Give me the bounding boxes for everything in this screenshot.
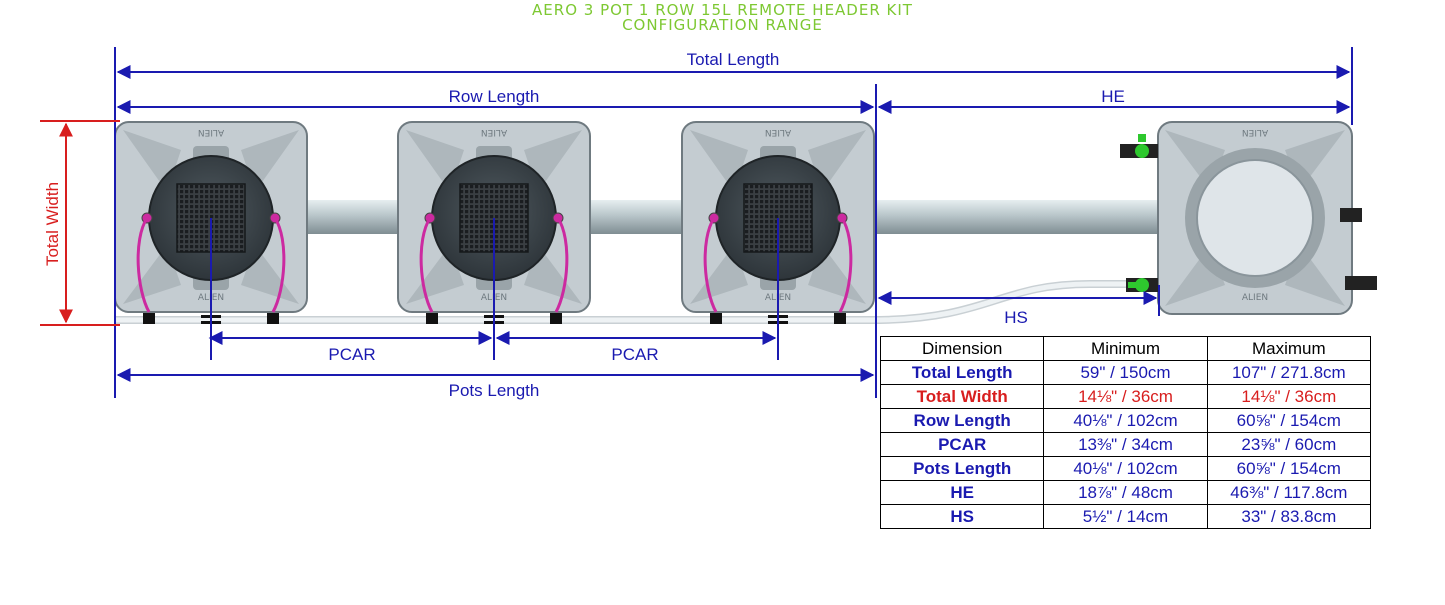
cell-minimum: 13⅜" / 34cm bbox=[1043, 432, 1208, 457]
valve-top-icon bbox=[1120, 134, 1158, 158]
he-label: HE bbox=[1101, 87, 1125, 106]
row-length-label: Row Length bbox=[449, 87, 540, 106]
pot-brand-top: ALIEN bbox=[481, 127, 507, 137]
cell-maximum: 107" / 271.8cm bbox=[1206, 360, 1372, 385]
pcar-label-1: PCAR bbox=[328, 345, 375, 364]
pots-length-label: Pots Length bbox=[449, 381, 540, 400]
pcar-label-2: PCAR bbox=[611, 345, 658, 364]
cell-minimum: 14⅛" / 36cm bbox=[1043, 384, 1208, 409]
cell-maximum: 33" / 83.8cm bbox=[1206, 504, 1372, 529]
col-header-maximum: Maximum bbox=[1206, 336, 1372, 361]
col-header-dimension: Dimension bbox=[879, 336, 1045, 361]
cell-dimension: Pots Length bbox=[879, 456, 1045, 481]
total-length-label: Total Length bbox=[687, 50, 780, 69]
cell-dimension: Total Length bbox=[879, 360, 1045, 385]
cell-minimum: 5½" / 14cm bbox=[1043, 504, 1208, 529]
tank-brand-top: ALIEN bbox=[1242, 127, 1268, 137]
cell-maximum: 14⅛" / 36cm bbox=[1206, 384, 1372, 409]
cell-minimum: 59" / 150cm bbox=[1043, 360, 1208, 385]
cell-dimension: HS bbox=[879, 504, 1045, 529]
total-width-label: Total Width bbox=[43, 182, 62, 266]
cell-dimension: HE bbox=[879, 480, 1045, 505]
cell-dimension: Total Width bbox=[879, 384, 1045, 409]
cell-minimum: 40⅛" / 102cm bbox=[1043, 456, 1208, 481]
header-tank: ALIEN ALIEN bbox=[1157, 121, 1377, 315]
cell-maximum: 46⅜" / 117.8cm bbox=[1206, 480, 1372, 505]
pot-brand-top: ALIEN bbox=[198, 127, 224, 137]
cell-maximum: 60⅝" / 154cm bbox=[1206, 456, 1372, 481]
cell-maximum: 23⅝" / 60cm bbox=[1206, 432, 1372, 457]
table-header-row: Dimension Minimum Maximum bbox=[879, 336, 1372, 361]
cell-dimension: Row Length bbox=[879, 408, 1045, 433]
tank-brand-bottom: ALIEN bbox=[1242, 293, 1268, 303]
cell-minimum: 40⅛" / 102cm bbox=[1043, 408, 1208, 433]
col-header-minimum: Minimum bbox=[1043, 336, 1208, 361]
cell-minimum: 18⅞" / 48cm bbox=[1043, 480, 1208, 505]
pot-brand-top: ALIEN bbox=[765, 127, 791, 137]
hs-label: HS bbox=[1004, 308, 1028, 327]
diagram-title: AERO 3 POT 1 ROW 15L REMOTE HEADER KIT bbox=[532, 1, 913, 19]
cell-dimension: PCAR bbox=[879, 432, 1045, 457]
cell-maximum: 60⅝" / 154cm bbox=[1206, 408, 1372, 433]
valve-bottom-icon bbox=[1126, 278, 1158, 292]
diagram-subtitle: CONFIGURATION RANGE bbox=[622, 16, 823, 34]
